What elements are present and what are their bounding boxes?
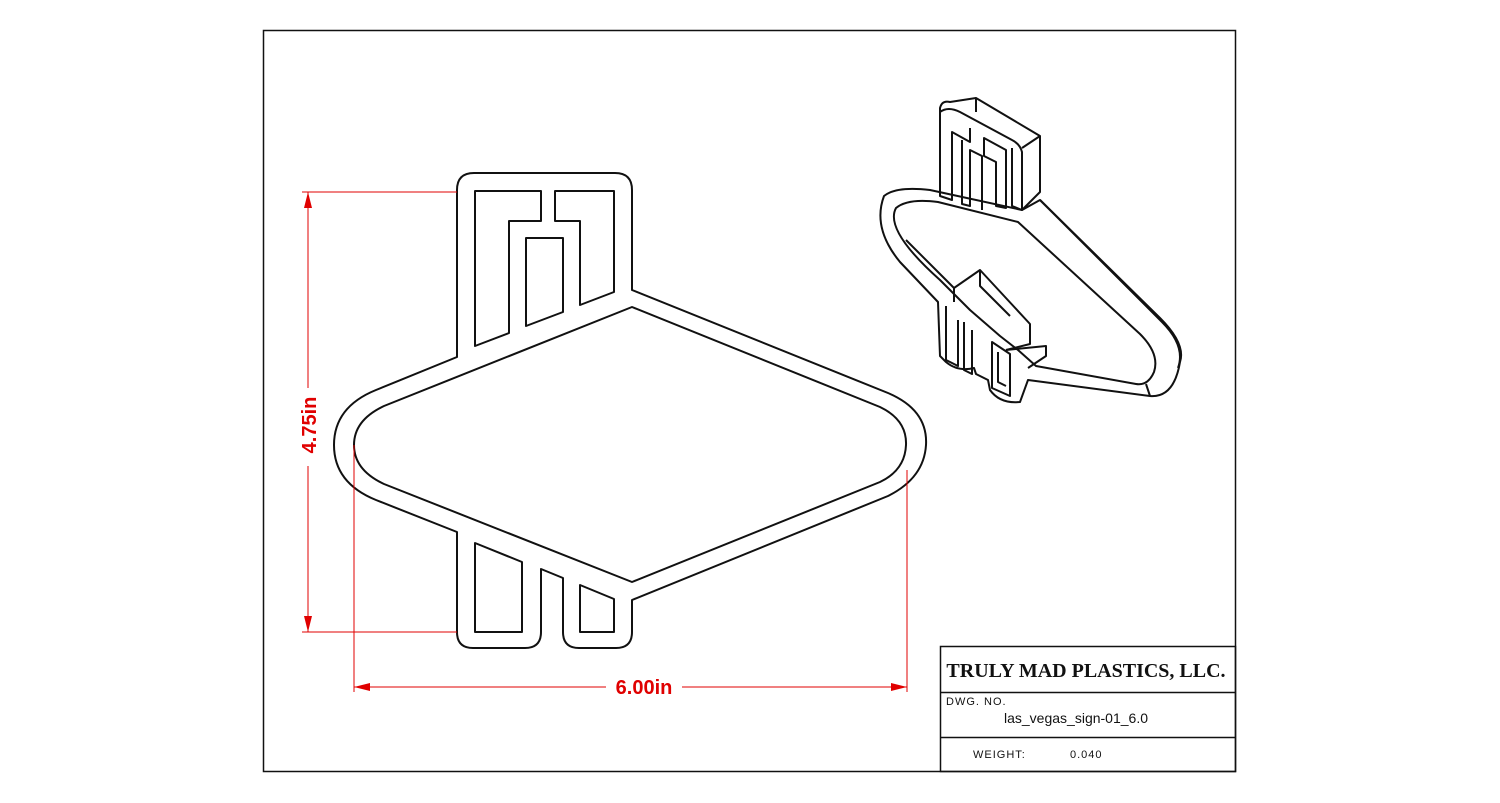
iso-upper-right-wall	[1011, 148, 1023, 211]
iso-inner-ledge-2	[953, 270, 1011, 317]
iso-upper-slot-mid	[961, 140, 983, 210]
front-view-lower-left-slot	[474, 542, 523, 633]
height-dimension-label: 4.75in	[299, 397, 321, 454]
title-block-frame	[939, 645, 1237, 773]
title-block	[939, 645, 1237, 773]
iso-inner-ledge-1	[905, 239, 1031, 351]
front-view-upper-center-slot	[525, 237, 564, 327]
height-arrow-bottom	[304, 616, 312, 632]
height-arrow-top	[304, 192, 312, 208]
iso-body-inner	[892, 199, 1157, 386]
weight-label: WEIGHT:	[973, 749, 1026, 761]
company-name: TRULY MAD PLASTICS, LLC.	[946, 660, 1225, 682]
iso-upper-slot-right	[983, 137, 1007, 209]
width-dimension-label: 6.00in	[616, 677, 673, 699]
iso-lower-slot-mid	[963, 322, 973, 375]
front-view-outer-outline	[333, 172, 928, 649]
front-view-lower-right-slot	[579, 584, 615, 633]
iso-body-rim	[1039, 199, 1181, 397]
dimensions	[302, 191, 908, 692]
iso-lower-slot-right-inner	[997, 352, 1007, 387]
iso-lower-slot-right	[991, 341, 1011, 397]
isometric-view	[879, 97, 1182, 404]
iso-upper-block	[939, 97, 1041, 211]
front-view-inner-outline	[353, 306, 908, 583]
weight-value: 0.040	[1070, 749, 1103, 761]
dwg-no-value: las_vegas_sign-01_6.0	[1004, 710, 1148, 726]
front-view-upper-left-slot	[474, 190, 542, 347]
iso-lower-slot-left	[945, 306, 959, 367]
width-arrow-right	[891, 683, 907, 691]
sheet-border	[262, 29, 1237, 773]
front-view	[333, 172, 928, 649]
iso-upper-block-edge	[975, 98, 1041, 149]
iso-inner-ledge-3	[1005, 345, 1047, 369]
front-view-upper-right-slot	[554, 190, 615, 306]
dwg-no-label: DWG. NO.	[946, 696, 1007, 708]
iso-upper-slot-left	[939, 112, 971, 201]
width-arrow-left	[354, 683, 370, 691]
